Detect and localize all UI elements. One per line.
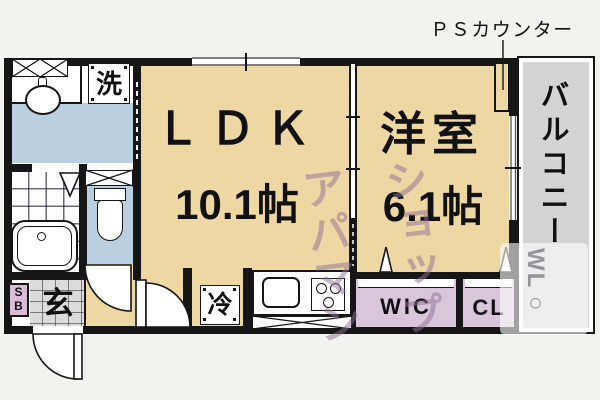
ldk-bedroom-sliding-partition [349,64,357,218]
stove-burner-3 [323,297,334,308]
balcony-sliding-window [509,116,517,220]
kitchen-sink [262,277,300,308]
wall-wic-cl [456,274,463,330]
wall-entrance-top [4,272,87,280]
shoe-box-label-s: S [14,285,23,300]
wall-washroom-bath [4,164,32,172]
ldk-top-window [192,57,300,66]
ldk-name: ＬＤＫ [154,103,320,154]
ps-counter-box [494,62,510,112]
entrance-door-arc [32,333,79,380]
wash-basin [25,85,61,115]
wic-shelf [358,279,454,288]
washer-label: 洗 [95,68,122,99]
wall-left [4,58,12,334]
bathtub-drain [37,232,46,241]
wall-bottom [4,326,517,334]
wall-stub-left-of-fridge [183,268,192,328]
fridge-label: 冷 [207,290,233,319]
entrance-door-opening [33,326,83,334]
bathroom-door-opening [32,164,78,172]
bathtub-inner [17,226,72,266]
stove [311,278,345,311]
ldk-size: 10.1帖 [175,181,299,228]
shoe-box: S B [8,283,29,317]
kitchen-window [252,316,352,329]
wic-label: WIC [380,294,432,319]
toilet-shaft-box [85,170,133,186]
cl-label: CL [472,295,506,320]
western-room-name: 洋室 [380,108,484,160]
toilet-bowl [97,200,123,241]
washroom-wet-floor [12,103,133,163]
wall-bath-toilet [79,164,87,278]
corridor-floor [85,263,133,327]
stove-burner-2 [330,283,341,294]
balcony-label: バルコニー [536,80,568,250]
wall-stub-left-of-kitchen [243,268,252,328]
western-room-size: 6.1帖 [382,183,484,230]
entrance-door-leaf [73,333,83,380]
entrance-tile-floor [30,280,85,326]
wall-closet-top [353,272,517,279]
entrance-label: 玄 [42,286,74,321]
stove-burner-1 [316,283,327,294]
wall-washroom-ldk [133,58,141,280]
cl-shelf [465,279,512,288]
shoe-box-label-b: B [14,299,23,313]
ps-counter-annotation: ＰＳカウンター [430,20,574,41]
washroom-louver-window [12,59,68,77]
bathtub [11,220,78,272]
fridge-box: 冷 [200,285,240,325]
wall-right-upper [509,58,517,116]
entrance-step-line [84,280,86,326]
washer-box: 洗 [88,63,130,104]
